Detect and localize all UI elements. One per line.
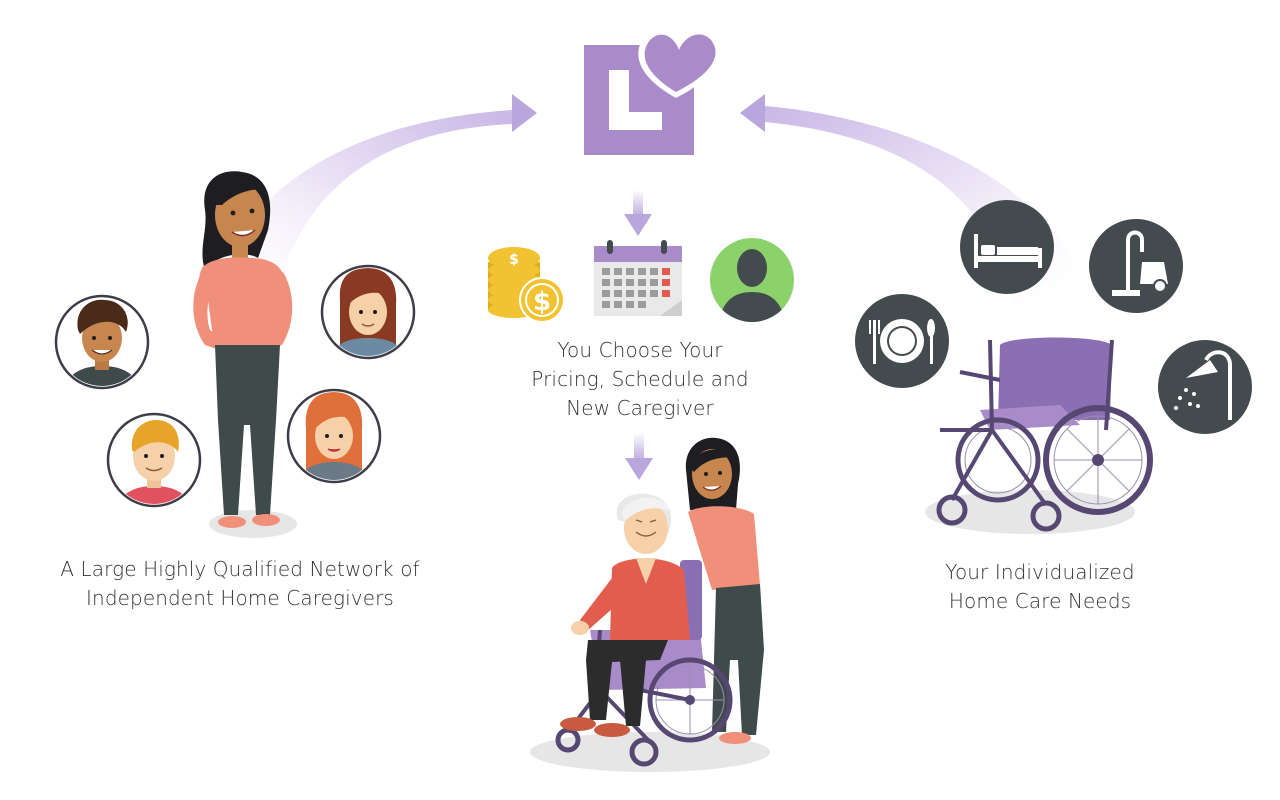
caption-network-line-2: Independent Home Caregivers — [40, 584, 440, 613]
coins-dollar-icon: $ $ — [488, 247, 564, 322]
svg-text:$: $ — [509, 252, 519, 268]
caption-needs-line-1: Your Individualized — [900, 558, 1180, 587]
plate-utensils-icon — [855, 294, 949, 388]
shower-icon — [1158, 340, 1252, 434]
calendar-icon — [594, 240, 682, 316]
caption-you-choose: You Choose Your Pricing, Schedule and Ne… — [500, 336, 780, 423]
down-arrow-top — [624, 190, 652, 236]
caption-choose-line-2: Pricing, Schedule and — [500, 365, 780, 394]
avatar-red-hair-woman — [322, 266, 414, 365]
empty-wheelchair — [925, 338, 1150, 535]
senior-with-caregiver — [530, 438, 770, 772]
caption-caregiver-network: A Large Highly Qualified Network of Inde… — [40, 555, 440, 613]
avatar-curly-hair-man — [56, 296, 148, 395]
caption-choose-line-1: You Choose Your — [500, 336, 780, 365]
caption-care-needs: Your Individualized Home Care Needs — [900, 558, 1180, 616]
avatar-ginger-woman — [288, 390, 380, 490]
down-arrow-bottom — [625, 432, 653, 480]
vacuum-icon — [1089, 219, 1183, 313]
brand-logo — [584, 29, 721, 155]
bed-icon — [960, 200, 1054, 294]
svg-text:$: $ — [533, 287, 551, 317]
avatar-blond-man — [108, 414, 200, 515]
caption-needs-line-2: Home Care Needs — [900, 587, 1180, 616]
caption-network-line-1: A Large Highly Qualified Network of — [40, 555, 440, 584]
caption-choose-line-3: New Caregiver — [500, 394, 780, 423]
person-silhouette-icon — [710, 238, 794, 330]
